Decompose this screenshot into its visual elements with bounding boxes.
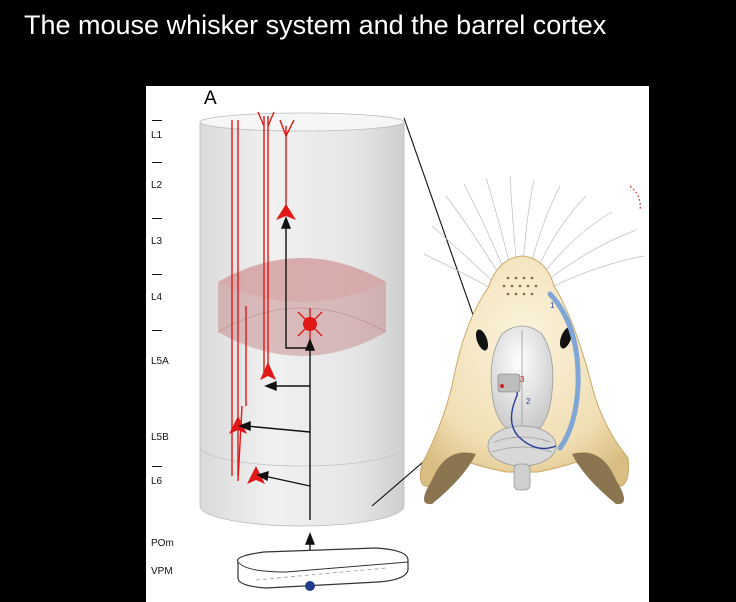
l6-neuron-soma xyxy=(247,466,265,484)
barrel-band xyxy=(217,258,387,356)
trigeminal-nerve xyxy=(547,291,581,451)
vpm-neuron xyxy=(305,581,315,591)
layer-tick xyxy=(152,330,162,331)
layer-label-l4: L4 xyxy=(151,292,163,303)
layer-label-l2: L2 xyxy=(151,180,163,191)
brain xyxy=(487,325,557,491)
layer-label-l5a: L5A xyxy=(151,356,169,367)
layer-tick xyxy=(152,218,162,219)
panel-label: A xyxy=(204,88,217,109)
thalamus xyxy=(236,547,409,591)
mouse-head: 3 2 1 xyxy=(419,175,645,505)
barrel-cortex-figure: 3 2 1 A L1 L2 L3 L4 L5A L5B L6 POm VPM xyxy=(146,86,649,602)
thalamus-label-pom: POm xyxy=(151,538,174,549)
left-ear xyxy=(424,452,476,505)
layer-label-l5b: L5B xyxy=(151,432,169,443)
layer-label-l1: L1 xyxy=(151,130,163,141)
left-eye xyxy=(475,329,489,351)
thalamus-label-vpm: VPM xyxy=(151,566,173,577)
layer-label-l3: L3 xyxy=(151,236,163,247)
right-ear xyxy=(572,452,624,505)
slide-title: The mouse whisker system and the barrel … xyxy=(24,10,607,40)
marker-1: 1 xyxy=(550,301,555,310)
marker-3: 3 xyxy=(520,375,525,384)
brainstem xyxy=(513,463,531,491)
layer-tick xyxy=(152,120,162,121)
layer-tick xyxy=(152,162,162,163)
layer-tick xyxy=(152,466,162,467)
cerebellum xyxy=(487,425,557,467)
l5a-neuron-soma xyxy=(260,362,276,380)
barrel-field xyxy=(497,373,521,393)
l2-neuron-soma xyxy=(276,204,296,220)
whisker-pad xyxy=(502,276,538,296)
figure-drawing: 3 2 1 xyxy=(199,111,645,591)
right-eye xyxy=(559,327,573,349)
l5b-neuron-soma xyxy=(229,416,247,434)
marker-2: 2 xyxy=(526,397,531,406)
layer-tick xyxy=(152,274,162,275)
neuron-somata xyxy=(229,204,323,484)
layer-label-l6: L6 xyxy=(151,476,163,487)
